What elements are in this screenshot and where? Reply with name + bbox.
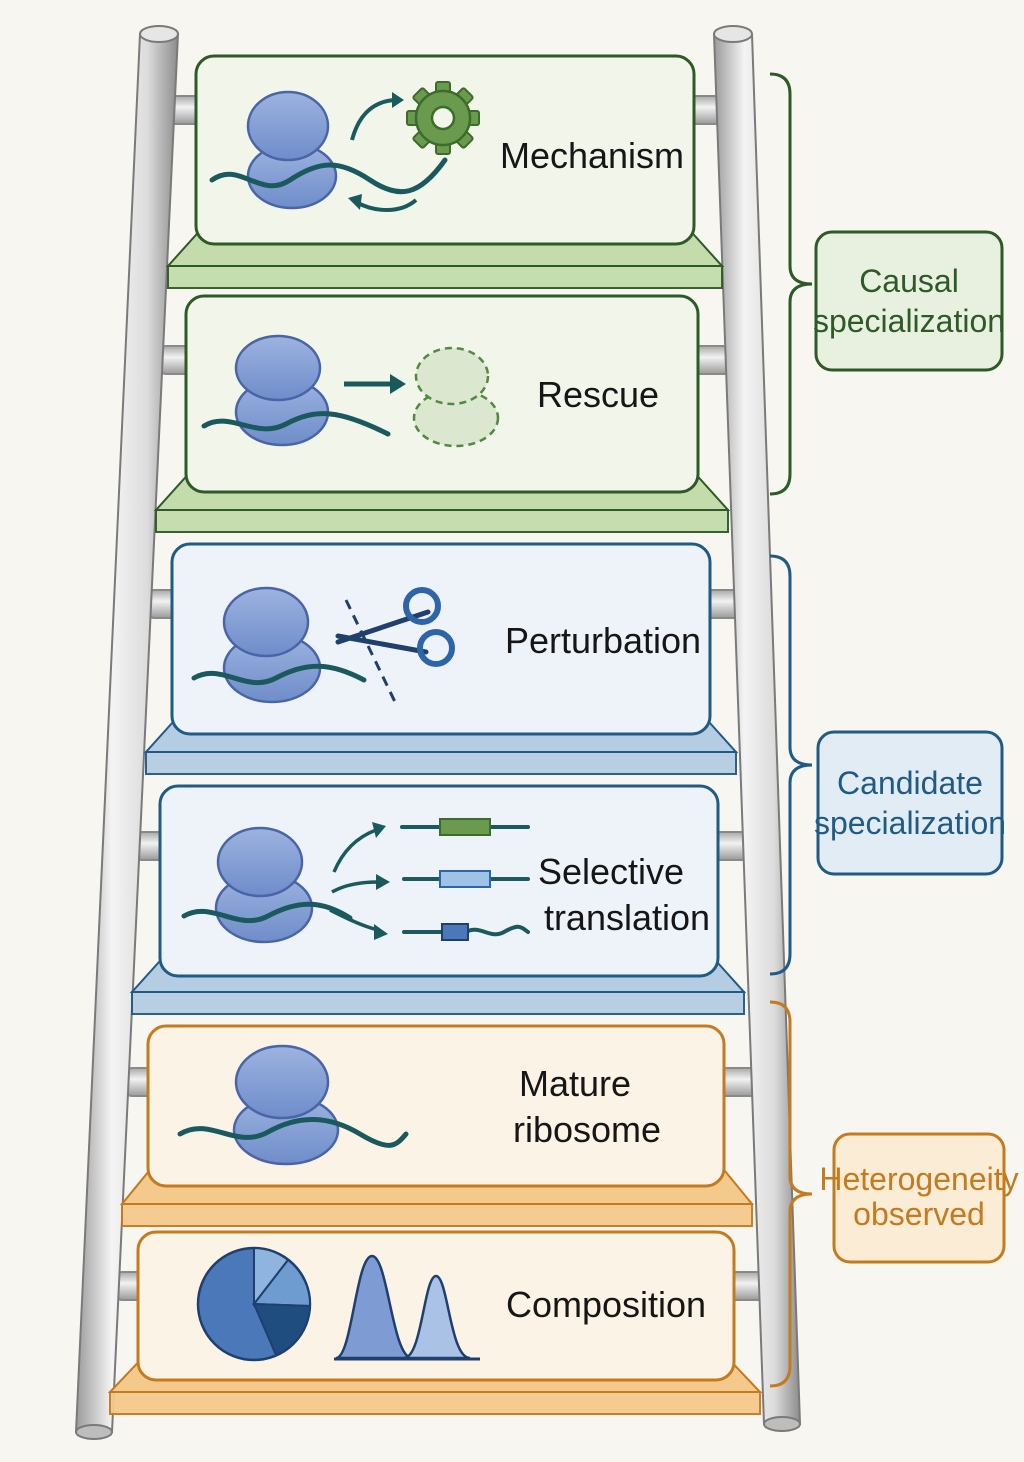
- scissors-icon: [335, 587, 455, 667]
- empty-ribosome-icon: [412, 346, 500, 448]
- perturbation-label: Perturbation: [505, 620, 701, 661]
- cycle-arrow-bottom-icon: [355, 198, 418, 212]
- group-box-heterogeneity: [832, 1132, 1006, 1264]
- transcript-blue-icon: [402, 870, 530, 888]
- pie-chart-icon: [196, 1246, 312, 1362]
- step-shelf-front: [109, 1391, 761, 1415]
- step-shelf-front: [131, 991, 745, 1015]
- bracket-heterogeneity: [769, 1000, 813, 1388]
- distribution-peaks-icon: [334, 1254, 480, 1361]
- gear-icon: [406, 81, 480, 155]
- step-card-mature-ribosome: [146, 1024, 726, 1188]
- mechanism-icon: [209, 81, 480, 212]
- mrna-icon: [201, 411, 391, 437]
- ribosome-icon: [232, 1044, 340, 1166]
- mrna-icon: [191, 663, 367, 686]
- selective-translation-label: Selective translation: [538, 851, 710, 938]
- rescue-label: Rescue: [537, 374, 659, 415]
- group-box-candidate: [816, 730, 1004, 876]
- selective-translation-icon: [181, 818, 530, 944]
- bracket-causal: [769, 72, 813, 496]
- step-shelf-front: [167, 265, 723, 289]
- mature-ribosome-icon: [177, 1044, 409, 1166]
- transcript-dark-blue-icon: [402, 923, 530, 941]
- composition-icon: [196, 1246, 480, 1362]
- group-box-causal: [814, 230, 1004, 372]
- ribosome-icon: [214, 826, 314, 944]
- step-shelf-front: [145, 751, 737, 775]
- perturbation-icon: [191, 586, 455, 705]
- ladder-rails: [74, 25, 802, 1440]
- composition-label: Composition: [506, 1284, 706, 1325]
- cut-line-icon: [344, 599, 398, 705]
- step-shelf-front: [155, 509, 729, 533]
- mechanism-label: Mechanism: [500, 135, 684, 176]
- step-shelf-front: [121, 1203, 753, 1227]
- step-labels: Mechanism Rescue Perturbation Selective …: [500, 135, 710, 1325]
- step-icons: [177, 81, 530, 1362]
- ladder-steps: [107, 54, 763, 1415]
- mature-ribosome-label: Mature ribosome: [513, 1063, 661, 1150]
- mrna-icon: [181, 901, 353, 924]
- rescue-icon: [201, 334, 500, 448]
- bracket-candidate: [769, 554, 813, 976]
- transcript-green-icon: [400, 818, 530, 836]
- mrna-icon: [177, 1116, 409, 1148]
- mrna-icon: [209, 157, 448, 195]
